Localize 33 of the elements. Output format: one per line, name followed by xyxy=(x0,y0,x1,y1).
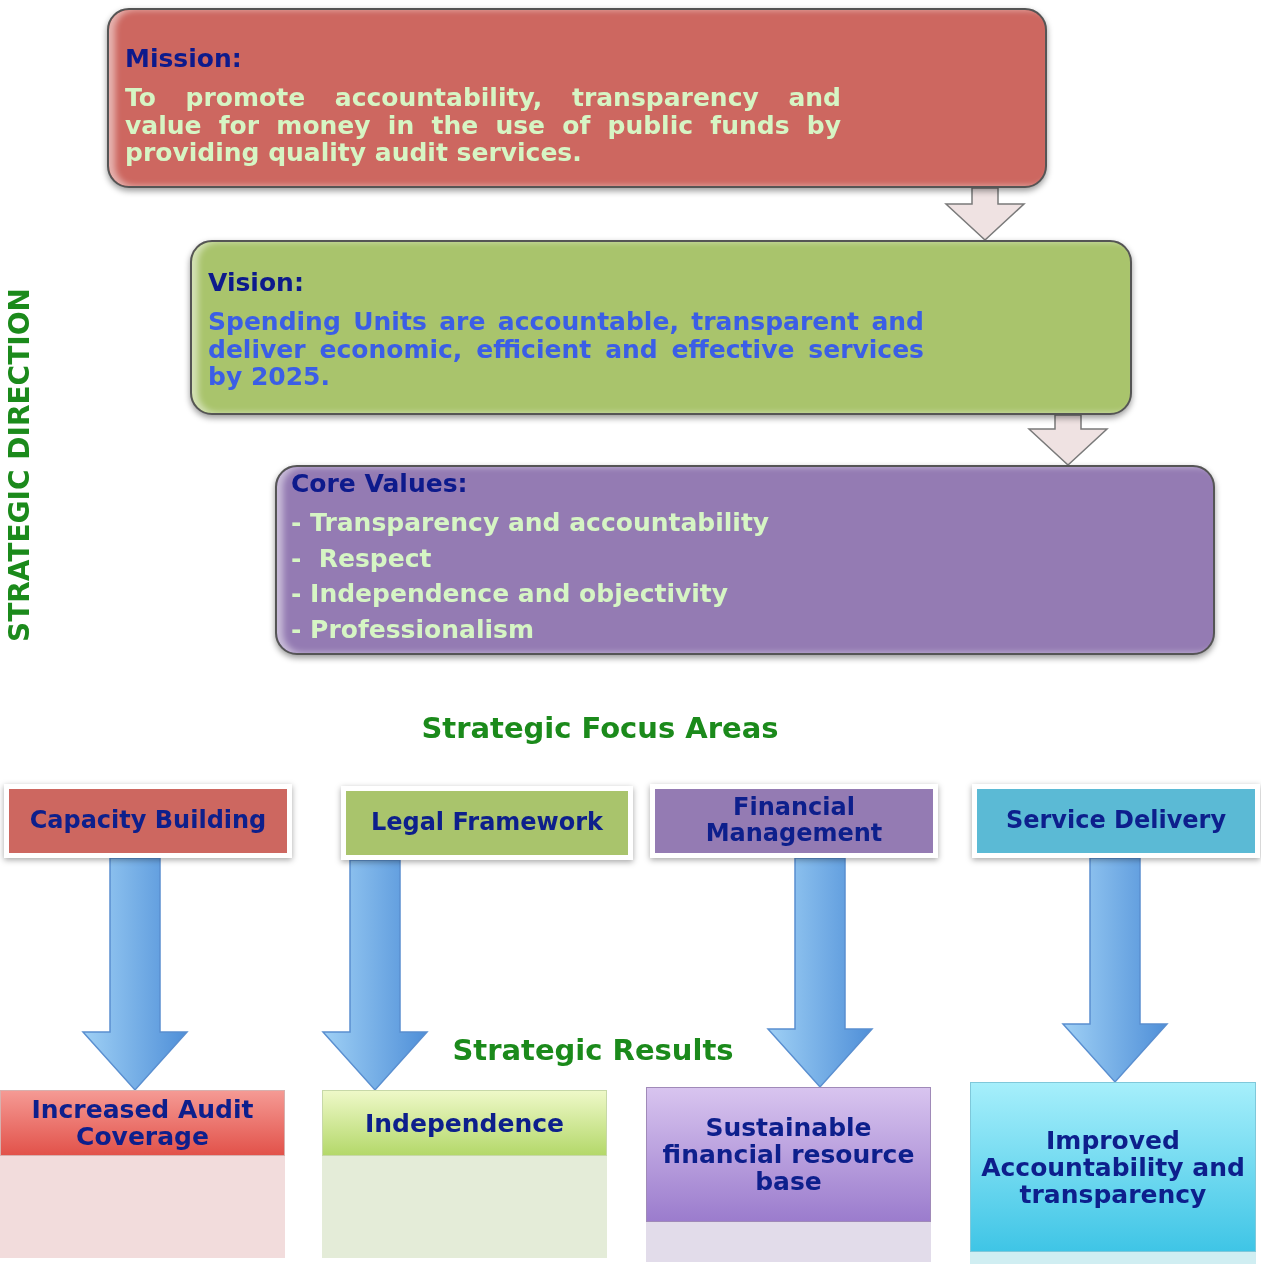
block-arrow xyxy=(766,857,874,1088)
box-heading: Core Values: xyxy=(291,469,469,499)
value-item: - Respect xyxy=(291,544,433,572)
box-label: Capacity Building xyxy=(29,808,267,834)
block-arrow xyxy=(321,859,429,1091)
block-arrow xyxy=(1027,414,1109,466)
mission-box xyxy=(107,8,1047,188)
box-heading: Vision: xyxy=(208,268,305,298)
box-label: Independence xyxy=(365,1109,564,1137)
result-box xyxy=(0,1090,285,1156)
side-heading: STRATEGIC DIRECTION xyxy=(6,287,37,644)
value-item: - Professionalism xyxy=(291,615,535,643)
value-item: - Transparency and accountability xyxy=(291,509,771,537)
statement-text: To promote accountability, transparency and value for money in the use of public funds by providing quality audit services. xyxy=(125,84,841,167)
core-values-box xyxy=(275,465,1215,655)
box-label: Sustainable financial resource base xyxy=(661,1114,916,1195)
result-box xyxy=(646,1087,931,1222)
box-label: Improved Accountability and transparency xyxy=(980,1126,1246,1208)
box-label: Service Delivery xyxy=(1005,808,1227,834)
block-arrow xyxy=(1061,857,1169,1083)
block-arrow xyxy=(81,857,189,1091)
box-heading: Mission: xyxy=(125,44,243,74)
section-heading: Strategic Focus Areas xyxy=(420,714,780,743)
result-box xyxy=(970,1082,1256,1252)
block-arrow xyxy=(944,187,1026,241)
result-box xyxy=(322,1090,607,1156)
section-heading: Strategic Results xyxy=(451,1036,735,1065)
box-label: Legal Framework xyxy=(370,810,604,836)
vision-box xyxy=(190,240,1132,415)
box-label: Financial Management xyxy=(704,795,884,847)
value-item: - Independence and objectivity xyxy=(291,580,730,608)
box-label: Increased Audit Coverage xyxy=(30,1096,255,1150)
statement-text: Spending Units are accountable, transparent and deliver economic, efficient and effective services by 2025. xyxy=(208,308,924,391)
